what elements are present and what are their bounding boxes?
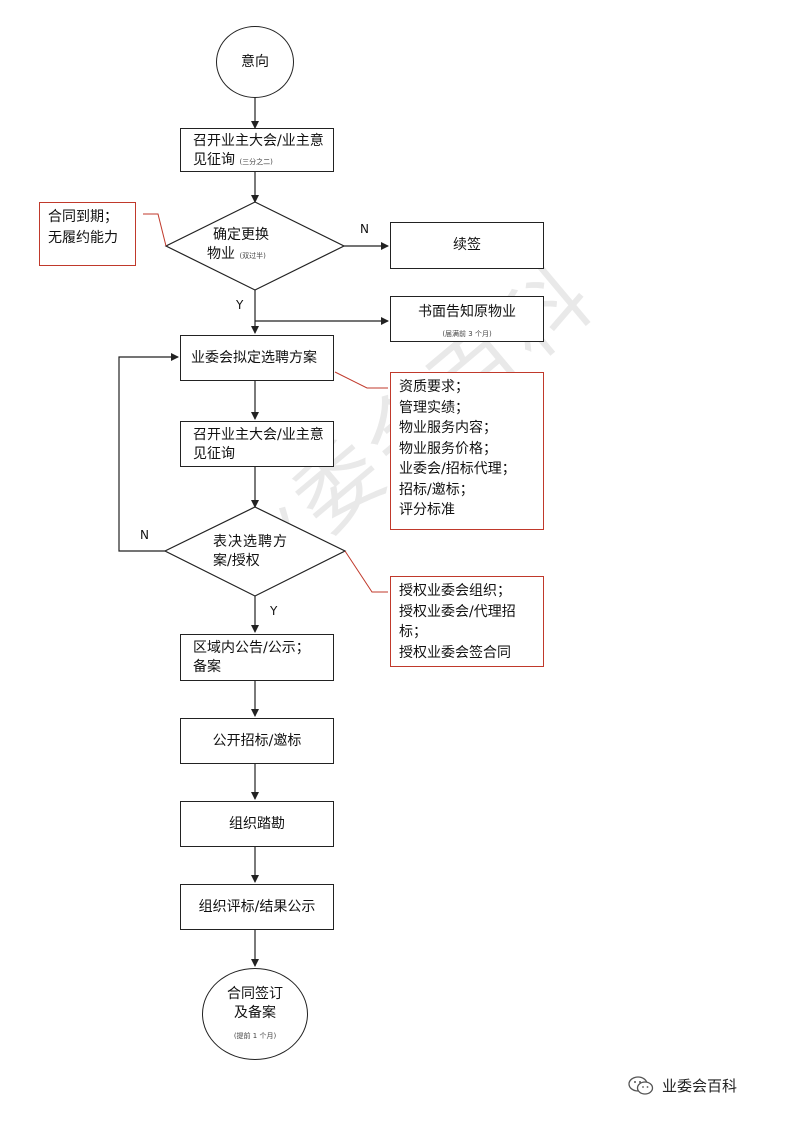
node-draft-plan: 业委会拟定选聘方案 [180,335,334,381]
vote-line1: 表决选聘方 [213,534,288,550]
note-reason-line: 无履约能力 [48,229,118,246]
label-y-announce: Y [270,604,278,618]
callout-reason [143,213,167,247]
note-auth-line: 授权业委会组织； [399,583,511,599]
convene-1-line2-text: 见征询 [193,152,235,168]
node-start-label: 意向 [241,53,269,70]
decision-diamond-replace [164,201,346,291]
end-note: (提前 1 个月) [233,1032,277,1040]
node-convene-meeting-1: 召开业主大会/业主意 见征询 (三分之二) [180,128,334,172]
note-auth: 授权业委会组织； 授权业委会/代理招 标； 授权业委会签合同 [390,576,544,667]
node-vote: 表决选聘方 案/授权 [213,533,303,571]
convene-2-line2: 见征询 [193,446,235,462]
note-auth-line: 授权业委会签合同 [399,644,511,661]
end-line2: 及备案 [234,1005,276,1021]
note-auth-line: 标； [399,624,427,640]
wechat-account: 业委会百科 [628,1075,737,1096]
node-tender: 公开招标/邀标 [180,718,334,764]
note-auth-line: 授权业委会/代理招 [399,603,516,620]
announce-line1: 区域内公告/公示； [193,640,310,656]
note-reason: 合同到期； 无履约能力 [39,202,136,266]
node-survey: 组织踏勘 [180,801,334,847]
vote-line2: 案/授权 [213,553,260,569]
label-y-continue: Y [236,298,244,312]
tender-label: 公开招标/邀标 [212,732,302,749]
node-start: 意向 [216,26,294,98]
decide-note: (双过半) [239,252,266,260]
note-plan-line: 业委会/招标代理； [399,461,516,477]
node-end: 合同签订 及备案 (提前 1 个月) [202,968,308,1060]
convene-1-line1: 召开业主大会/业主意 [193,133,324,149]
convene-2-line1: 召开业主大会/业主意 [193,427,324,443]
callout-plan [334,371,388,389]
node-decide-replace: 确定更换 物业 (双过半) [207,226,307,266]
decide-line2-text: 物业 [207,246,235,262]
label-n-loop: N [140,528,149,542]
survey-label: 组织踏勘 [229,815,285,832]
note-plan-line: 物业服务价格； [399,440,497,457]
announce-line2: 备案 [193,659,221,675]
node-renew: 续签 [390,222,544,269]
note-reason-line: 合同到期； [48,209,118,225]
node-convene-meeting-2: 召开业主大会/业主意 见征询 [180,421,334,467]
note-plan-line: 管理实绩； [399,399,469,416]
convene-1-line2: 见征询 (三分之二) [193,151,333,172]
note-plan-line: 评分标准 [399,502,455,518]
wechat-account-name: 业委会百科 [662,1077,738,1095]
node-evaluate: 组织评标/结果公示 [180,884,334,930]
callout-auth [344,550,388,593]
end-line1: 合同签订 [227,986,283,1002]
note-plan-line: 物业服务内容； [399,420,497,436]
convene-1-note: (三分之二) [239,158,273,166]
evaluate-label: 组织评标/结果公示 [198,898,316,915]
label-n-renew: N [360,222,369,236]
loop-vote-draft [118,353,179,552]
note-plan: 资质要求； 管理实绩； 物业服务内容； 物业服务价格； 业委会/招标代理； 招标… [390,372,544,530]
note-plan-line: 招标/邀标； [399,481,474,498]
decide-line2: 物业 (双过半) [207,245,307,266]
decide-line1: 确定更换 [213,227,269,243]
decision-diamond-vote [163,506,347,597]
wechat-icon [628,1075,654,1095]
node-notify: 书面告知原物业 (届满前 3 个月) [390,296,544,342]
note-plan-line: 资质要求； [399,379,469,395]
notify-note: (届满前 3 个月) [442,330,492,338]
renew-label: 续签 [453,237,481,253]
node-announce: 区域内公告/公示； 备案 [180,634,334,681]
draft-label: 业委会拟定选聘方案 [191,349,317,366]
notify-label: 书面告知原物业 [418,304,516,320]
